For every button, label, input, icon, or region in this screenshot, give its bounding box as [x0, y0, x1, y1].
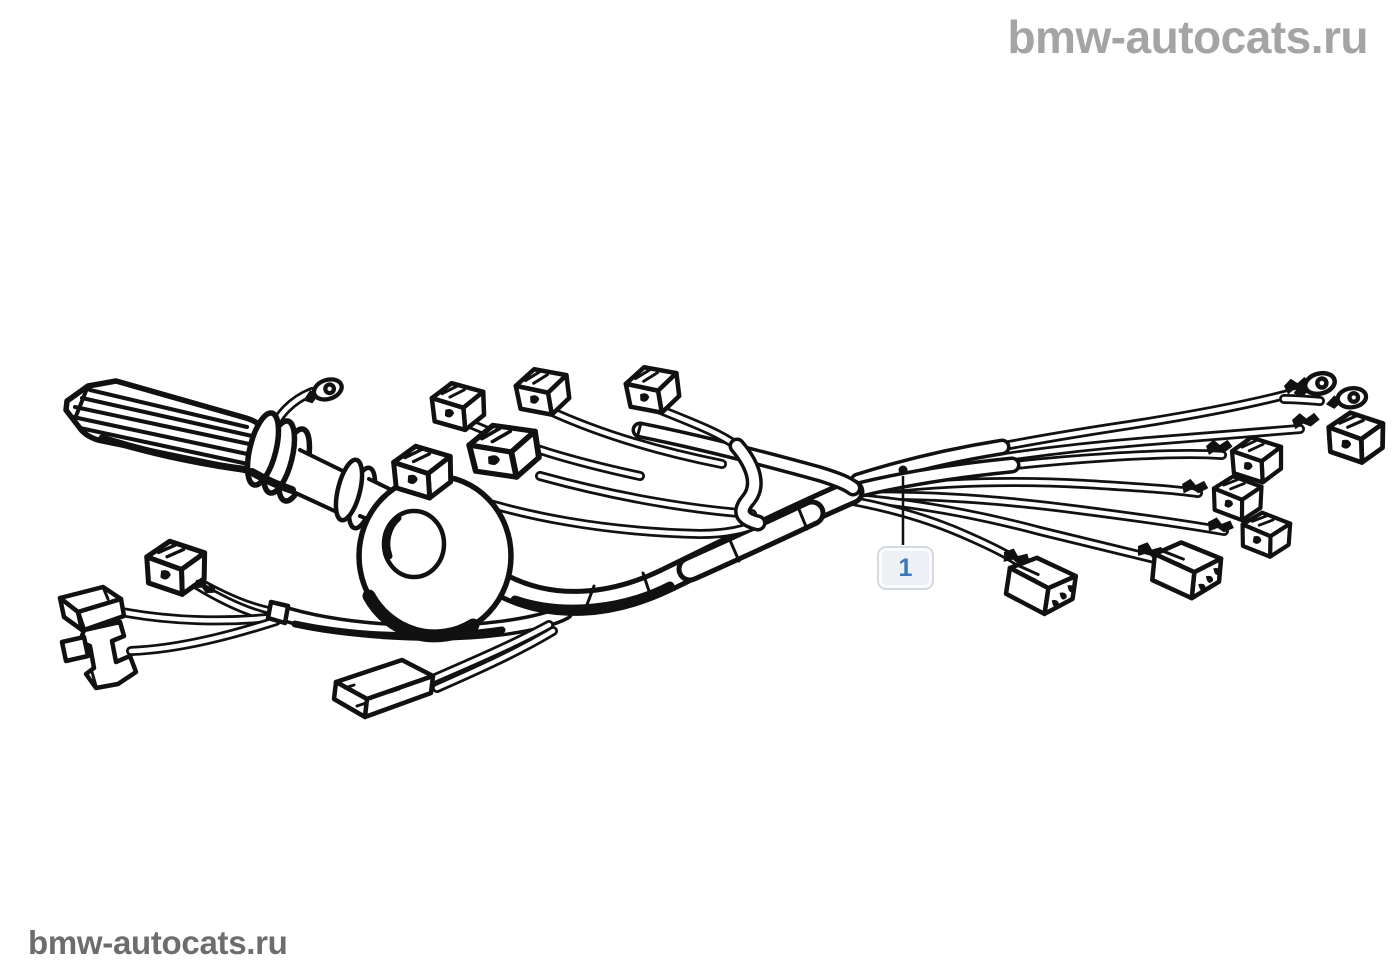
flat-diagnostic-connector [331, 657, 436, 720]
part-callout-1-label: 1 [898, 553, 913, 582]
firewall-grommet [356, 473, 514, 643]
bottom-left-cube-connector [143, 539, 219, 598]
main-harness-trunk [486, 478, 865, 616]
mounting-bracket [57, 584, 139, 691]
middle-branch-wires [437, 403, 862, 540]
callout-leader [898, 465, 908, 545]
part-callout-1[interactable]: 1 [877, 546, 934, 590]
right-branch-wires [848, 374, 1325, 569]
watermark-top-right: bmw-autocats.ru [1007, 11, 1368, 63]
main-plug-connector [63, 378, 277, 474]
flat-connector-lead [428, 620, 558, 693]
watermark-bottom-left: bmw-autocats.ru [28, 924, 288, 961]
